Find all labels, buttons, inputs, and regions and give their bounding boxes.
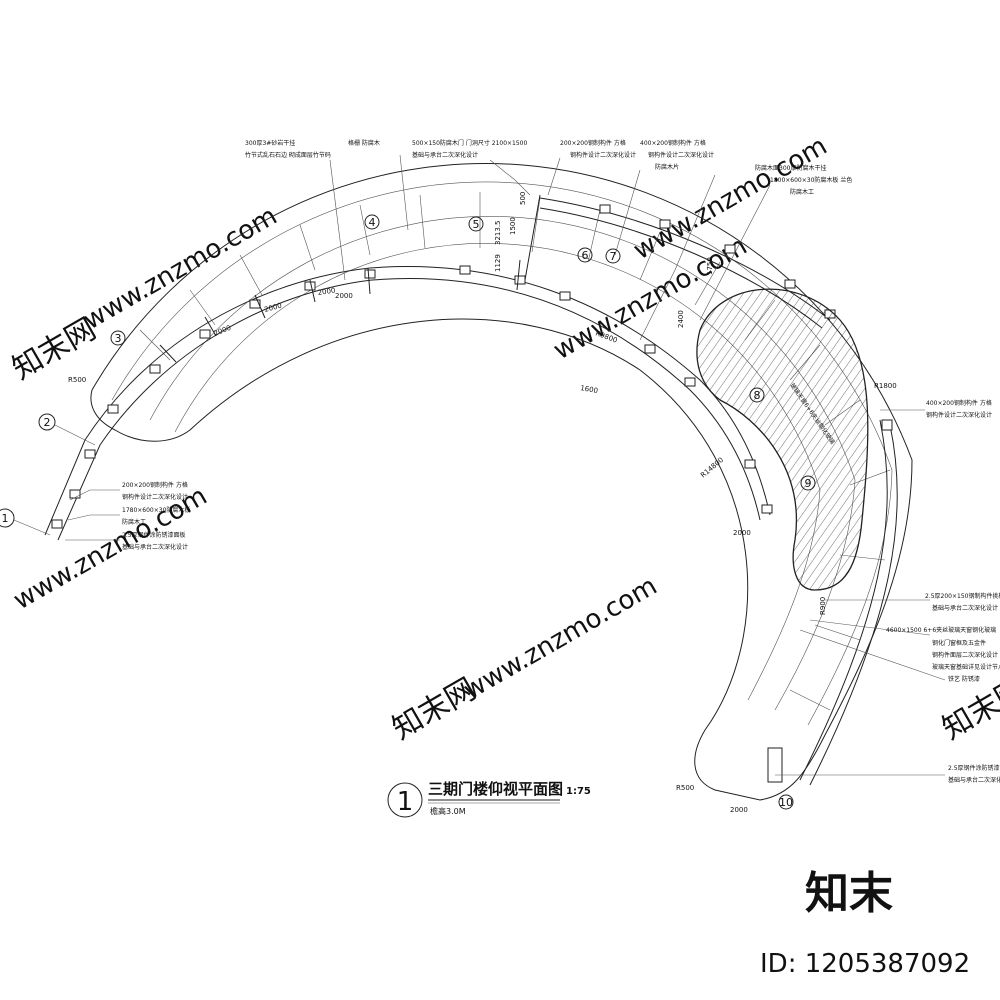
grid-tag-7: 7 xyxy=(605,248,621,264)
outer-boundary xyxy=(90,162,913,801)
grid-tag-2: 2 xyxy=(38,413,96,446)
grid-tag-1-label: 1 xyxy=(2,512,9,525)
watermark-id: ID: 1205387092 xyxy=(760,949,970,979)
grid-tag-1: 1 xyxy=(0,508,51,536)
grid-tag-3-label: 3 xyxy=(115,332,122,345)
annotation-leaders xyxy=(65,154,946,776)
inner-ring-1 xyxy=(111,181,893,726)
watermark-logo: 知末 xyxy=(805,868,893,919)
dim-1500: 1500 xyxy=(509,217,517,235)
title-block: 1 三期门楼仰视平面图 1:75 檐高3.0M xyxy=(387,780,591,818)
beam-outer xyxy=(44,266,771,536)
note-left-1c: 1780×600×30防腐木板 xyxy=(122,506,190,514)
grid-tag-9: 9 xyxy=(800,475,816,491)
grid-tag-7-label: 7 xyxy=(610,250,617,263)
dim-r900: R900 xyxy=(819,597,827,615)
grid-tag-9-label: 9 xyxy=(805,477,812,490)
beam-segments xyxy=(159,194,541,363)
annotations-right: 400×200钢制构件 方格 钢构件设计二次深化设计 2.5厚200×150钢制… xyxy=(886,399,1000,784)
note-right-1b: 钢构件设计二次深化设计 xyxy=(926,411,992,419)
note-top-4b: 钢构件设计二次深化设计 xyxy=(570,151,636,159)
note-left-1b: 钢构件设计二次深化设计 xyxy=(122,493,188,501)
grid-tag-3: 3 xyxy=(110,330,126,346)
title-number: 1 xyxy=(397,787,414,817)
dim-500: 500 xyxy=(519,192,527,205)
dim-r500-bottom: R500 xyxy=(676,784,694,792)
grid-tag-2-label: 2 xyxy=(44,416,51,429)
dim-r500-left: R500 xyxy=(68,376,86,384)
note-right-6: 玻璃天窗基础详见设计节点 xyxy=(932,663,1000,671)
dim-2000-b: 2000 xyxy=(263,302,282,314)
beam-blocks xyxy=(51,204,893,783)
note-top-6b: 1800×600×30防腐木板 兰色 xyxy=(770,176,852,184)
grid-tag-8: 8 xyxy=(749,387,765,403)
dim-2000-e: 2000 xyxy=(730,806,748,814)
grid-tag-4-label: 4 xyxy=(369,216,376,229)
lattice-band xyxy=(44,194,898,786)
dim-3213: 3213.5 xyxy=(494,221,502,246)
beam-right-inner xyxy=(809,424,898,786)
drawing-scale: 1:75 xyxy=(566,786,591,797)
note-right-5: 钢构件面层二次深化设计 xyxy=(932,651,998,659)
title-number-circle xyxy=(387,782,423,818)
grid-tags: 1 2 3 4 5 6 7 8 xyxy=(0,214,816,810)
note-top-5c: 防腐木片 xyxy=(655,163,679,171)
note-top-2: 格栅 防腐木 xyxy=(348,139,380,147)
dim-r1800: R1800 xyxy=(874,382,897,390)
note-top-4a: 200×200钢制构件 方格 xyxy=(560,139,626,147)
grid-tag-10-label: 10 xyxy=(779,796,793,809)
note-top-1a: 300厚3#砂岩干挂 xyxy=(245,139,295,147)
dim-1750: 1750 xyxy=(706,257,714,275)
dim-1600: 1600 xyxy=(580,384,599,395)
note-top-3a: 500×150防腐木门 门洞尺寸 2100×1500 xyxy=(412,139,527,147)
drawing-subtitle: 檐高3.0M xyxy=(430,806,466,816)
annotations-top: 300厚3#砂岩干挂 竹节式乱石石边 砌成面层竹节码 格栅 防腐木 500×15… xyxy=(245,139,852,196)
grid-tag-6-label: 6 xyxy=(582,249,589,262)
note-right-2a: 2.5厚200×150钢制构件挑檐 xyxy=(925,592,1000,600)
skylight-glass xyxy=(696,288,869,591)
dim-2000-a: 2000 xyxy=(213,324,233,338)
note-right-3: 4600×1500 6+6夹丝玻璃天窗钢化玻璃 xyxy=(886,626,996,634)
dim-2000-d: 2000 xyxy=(733,529,751,537)
grid-tag-8-label: 8 xyxy=(754,389,761,402)
note-right-4: 钢化门窗框及五金件 xyxy=(932,639,986,647)
note-left-2a: 2.5厚钢件涂防锈漆面板 xyxy=(122,531,186,539)
grid-tag-5: 5 xyxy=(468,216,484,232)
dim-r14800: R14800 xyxy=(699,456,725,480)
note-left-2b: 基础与承台二次深化设计 xyxy=(122,543,188,551)
beam-right xyxy=(799,419,888,781)
note-top-5a: 400×200钢制构件 方格 xyxy=(640,139,706,147)
beam-inner xyxy=(57,278,761,541)
dim-2000-f: 2000 xyxy=(335,292,353,300)
grid-tag-6: 6 xyxy=(577,247,593,263)
note-top-6a: 防腐木面300厚防腐木干挂 xyxy=(755,164,826,172)
note-left-1a: 200×200钢制构件 方格 xyxy=(122,481,188,489)
note-right-7: 铁艺 防锈漆 xyxy=(948,675,980,683)
note-top-3b: 基础与承台二次深化设计 xyxy=(412,151,478,159)
annotations-left: 200×200钢制构件 方格 钢构件设计二次深化设计 1780×600×30防腐… xyxy=(122,481,190,551)
watermark-url-3: www.znzmo.com xyxy=(459,571,663,706)
dim-1129: 1129 xyxy=(494,254,502,272)
dim-2000-c: 2000 xyxy=(317,287,336,297)
note-top-5b: 钢构件设计二次深化设计 xyxy=(648,151,714,159)
note-right-8b: 基础与承台二次深化设计 xyxy=(948,776,1000,784)
grid-tag-10: 10 xyxy=(778,794,794,810)
note-right-2b: 基础与承台二次深化设计 xyxy=(932,604,998,612)
note-right-1a: 400×200钢制构件 方格 xyxy=(926,399,992,407)
grid-tag-4: 4 xyxy=(364,214,380,230)
grid-tag-5-label: 5 xyxy=(473,218,480,231)
drawing-title: 三期门楼仰视平面图 xyxy=(428,780,563,798)
note-right-8a: 2.5厚钢件涂防锈漆面板 xyxy=(948,764,1000,772)
note-top-1b: 竹节式乱石石边 砌成面层竹节码 xyxy=(245,151,331,159)
note-top-6c: 防腐木工 xyxy=(790,188,814,196)
note-left-1d: 防腐木工 xyxy=(122,518,146,526)
dim-2400: 2400 xyxy=(677,310,685,328)
